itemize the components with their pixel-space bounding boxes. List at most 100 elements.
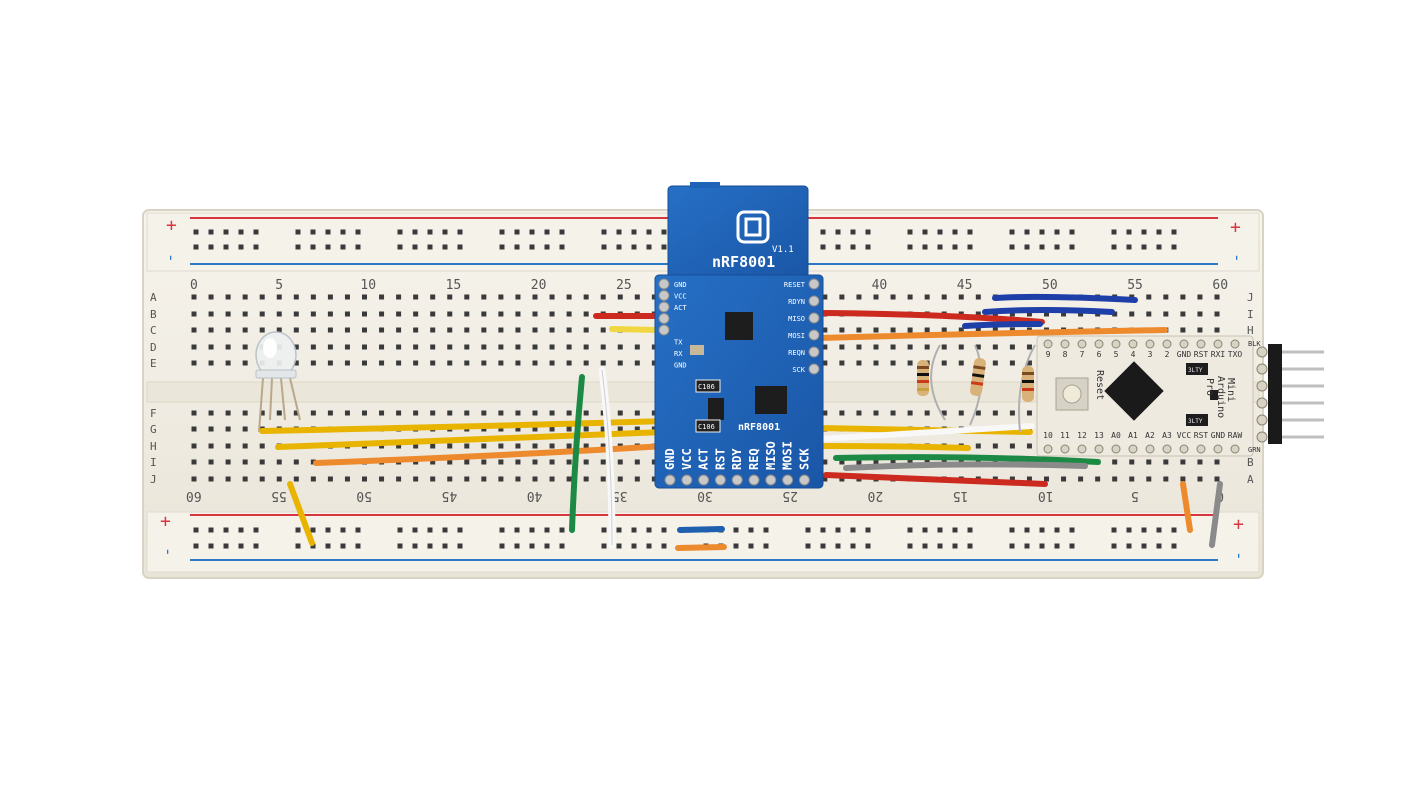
ble-capacitor-2 [695, 419, 721, 433]
rail-hole [238, 527, 244, 533]
ble-right-pin-label: MOSI [788, 332, 805, 340]
rail-hole [1039, 527, 1045, 533]
hole [941, 344, 947, 350]
rail-hole [208, 244, 214, 250]
hole [430, 459, 436, 465]
hole [515, 311, 521, 317]
ble-capacitor-1 [695, 379, 721, 393]
hole [276, 294, 282, 300]
ble-left-pin-label: ACT [674, 304, 687, 312]
rail-hole [499, 543, 505, 549]
rail-hole [499, 527, 505, 533]
top-plus-right: + [1230, 217, 1241, 238]
ble-pin-pad [782, 474, 794, 486]
hole [549, 360, 555, 366]
rail-hole [835, 229, 841, 235]
hole [1180, 327, 1186, 333]
ble-title: nRF8001 [712, 253, 775, 271]
hole [515, 294, 521, 300]
column-number-top: 25 [616, 278, 632, 293]
hole [856, 459, 862, 465]
rail-hole [340, 244, 346, 250]
hole [992, 327, 998, 333]
hole [583, 360, 589, 366]
hole [856, 294, 862, 300]
hole [498, 443, 504, 449]
rail-hole [559, 543, 565, 549]
hole [617, 344, 623, 350]
rail-hole [763, 543, 769, 549]
arduino-pin-pad [1179, 444, 1189, 454]
column-number-bottom: 55 [271, 488, 287, 503]
hole [447, 327, 453, 333]
top-minus-left: - [162, 253, 181, 263]
hole [873, 459, 879, 465]
hole [242, 459, 248, 465]
gray-wire-short-right [1209, 481, 1223, 548]
hole [430, 327, 436, 333]
rail-hole [559, 229, 565, 235]
hole [617, 426, 623, 432]
hole [447, 311, 453, 317]
hole [549, 327, 555, 333]
hole [242, 311, 248, 317]
hole [566, 443, 572, 449]
ble-bottom-pin-label: RST [713, 448, 727, 470]
hole [310, 476, 316, 482]
hole [344, 311, 350, 317]
arduino-pin-pad [1230, 444, 1240, 454]
hole [634, 410, 640, 416]
rail-hole [907, 527, 913, 533]
hole [293, 410, 299, 416]
hole [481, 459, 487, 465]
rail-hole [529, 244, 535, 250]
hole [566, 360, 572, 366]
hole [191, 294, 197, 300]
ftdi-header [1256, 344, 1324, 444]
hole [873, 327, 879, 333]
rail-hole [397, 244, 403, 250]
rail-hole [412, 527, 418, 533]
hole [822, 459, 828, 465]
rail-hole [193, 543, 199, 549]
rail-hole [820, 543, 826, 549]
hole [583, 327, 589, 333]
hole [583, 294, 589, 300]
row-letter-right: B [1247, 456, 1254, 469]
ble-logo-icon [736, 210, 770, 244]
hole [532, 443, 538, 449]
rail-hole [295, 229, 301, 235]
rail-hole [514, 229, 520, 235]
hole [379, 476, 385, 482]
rail-hole [835, 527, 841, 533]
hole [1061, 476, 1067, 482]
row-letter-right: A [1247, 473, 1254, 486]
arduino-pin-pad [1060, 444, 1070, 454]
hole [1009, 327, 1015, 333]
rail-hole [223, 244, 229, 250]
hole [975, 311, 981, 317]
arduino-top-pin-label: 3 [1148, 350, 1153, 359]
arduino-pin-pad [1196, 444, 1206, 454]
ble-left-pin-label: TX [674, 339, 683, 347]
rail-hole [310, 244, 316, 250]
resistors [917, 344, 1036, 433]
rail-hole [952, 527, 958, 533]
hole [549, 476, 555, 482]
hole [1026, 360, 1032, 366]
hole [208, 311, 214, 317]
hole [651, 410, 657, 416]
hole [583, 410, 589, 416]
arduino-bottom-pin-label: 11 [1060, 431, 1070, 440]
hole [515, 459, 521, 465]
ble-left-pin-label: RX [674, 350, 683, 358]
hole [498, 327, 504, 333]
ble-right-pin-label: RESET [784, 281, 806, 289]
hole [1180, 476, 1186, 482]
hole [481, 311, 487, 317]
rail-hole [820, 244, 826, 250]
rail-hole [865, 229, 871, 235]
row-letter-left: I [150, 456, 157, 469]
hole [379, 327, 385, 333]
